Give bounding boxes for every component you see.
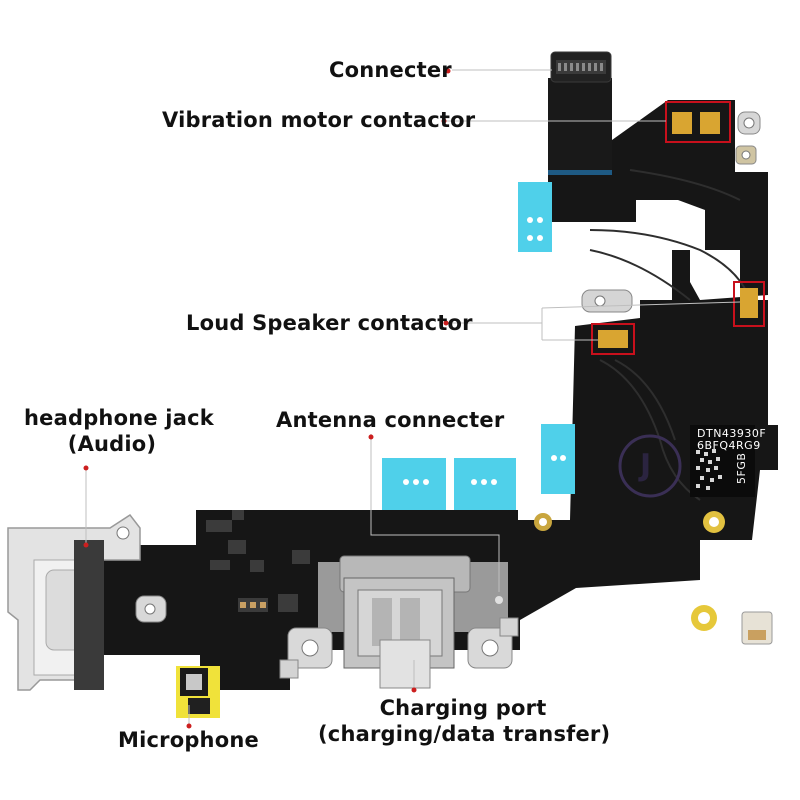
watermark-letter: J — [640, 448, 652, 483]
headphone-jack — [7, 513, 141, 691]
antenna-connector — [495, 596, 503, 604]
board-print-line1: DTN43930F — [697, 427, 767, 440]
loud-speaker-pad-upper — [740, 288, 758, 318]
label-loud-speaker-contactor: Loud Speaker contactor — [186, 311, 473, 335]
label-antenna-connecter: Antenna connecter — [276, 408, 505, 432]
label-vibration-motor-contactor: Vibration motor contactor — [162, 108, 476, 132]
main-flex-body — [98, 100, 778, 690]
leader-lines — [85, 69, 741, 725]
upper-ribbon-cable — [548, 78, 612, 175]
label-charging-port-line2: (charging/data transfer) — [318, 722, 611, 746]
label-headphone-jack: headphone jack (Audio) — [24, 405, 214, 457]
microphone-component — [176, 666, 220, 718]
label-microphone: Microphone — [118, 728, 259, 752]
label-charging-port-line1: Charging port — [379, 696, 547, 720]
label-charging-port: Charging port (charging/data transfer) — [318, 695, 611, 747]
watermark-circle — [618, 434, 682, 498]
vibration-contact-pads — [672, 112, 720, 134]
charging-port — [279, 555, 519, 689]
board-print-line2: 6BFQ4RG9 — [697, 439, 761, 452]
pointer-dots — [83, 68, 451, 729]
label-connecter: Connecter — [329, 58, 452, 82]
small-components — [206, 510, 310, 612]
mounting-tabs — [534, 111, 773, 645]
label-headphone-jack-line2: (Audio) — [67, 432, 157, 456]
label-headphone-jack-line1: headphone jack — [24, 406, 214, 430]
board-print-line3: 5FGB — [735, 452, 748, 484]
loud-speaker-pad-lower — [598, 330, 628, 348]
blue-adhesive-tapes — [382, 182, 575, 510]
